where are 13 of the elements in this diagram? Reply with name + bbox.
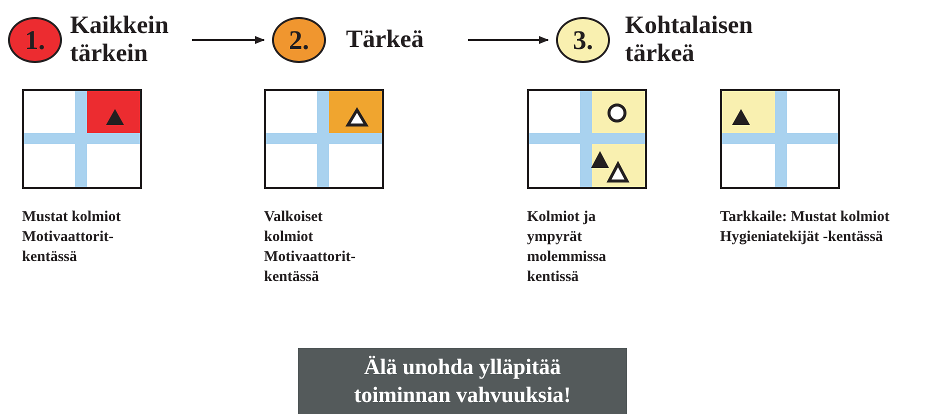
priority-label: Tärkeä — [346, 26, 425, 54]
number-circle: 3. — [556, 17, 610, 63]
priority-label: Kaikkein tärkein — [70, 12, 170, 68]
caption-text: Tarkkaile: Mustat kolmiot Hygieniatekijät -kentässä — [720, 208, 890, 247]
arrow — [468, 36, 549, 44]
caption-text: Valkoiset kolmiot Motivaattorit-kentässä — [264, 208, 357, 287]
arrow — [192, 36, 265, 44]
caption-text: Kolmiot ja ympyrät molemmissa kentissä — [527, 208, 608, 287]
number-circle: 1. — [8, 17, 62, 63]
reminder-box: Älä unohda ylläpitää toiminnan vahvuuksia! — [298, 348, 627, 414]
priority-label: Kohtalaisen tärkeä — [625, 12, 754, 68]
caption-text: Mustat kolmiot Motivaattorit-kentässä — [22, 208, 122, 267]
number-circle: 2. — [272, 17, 326, 63]
